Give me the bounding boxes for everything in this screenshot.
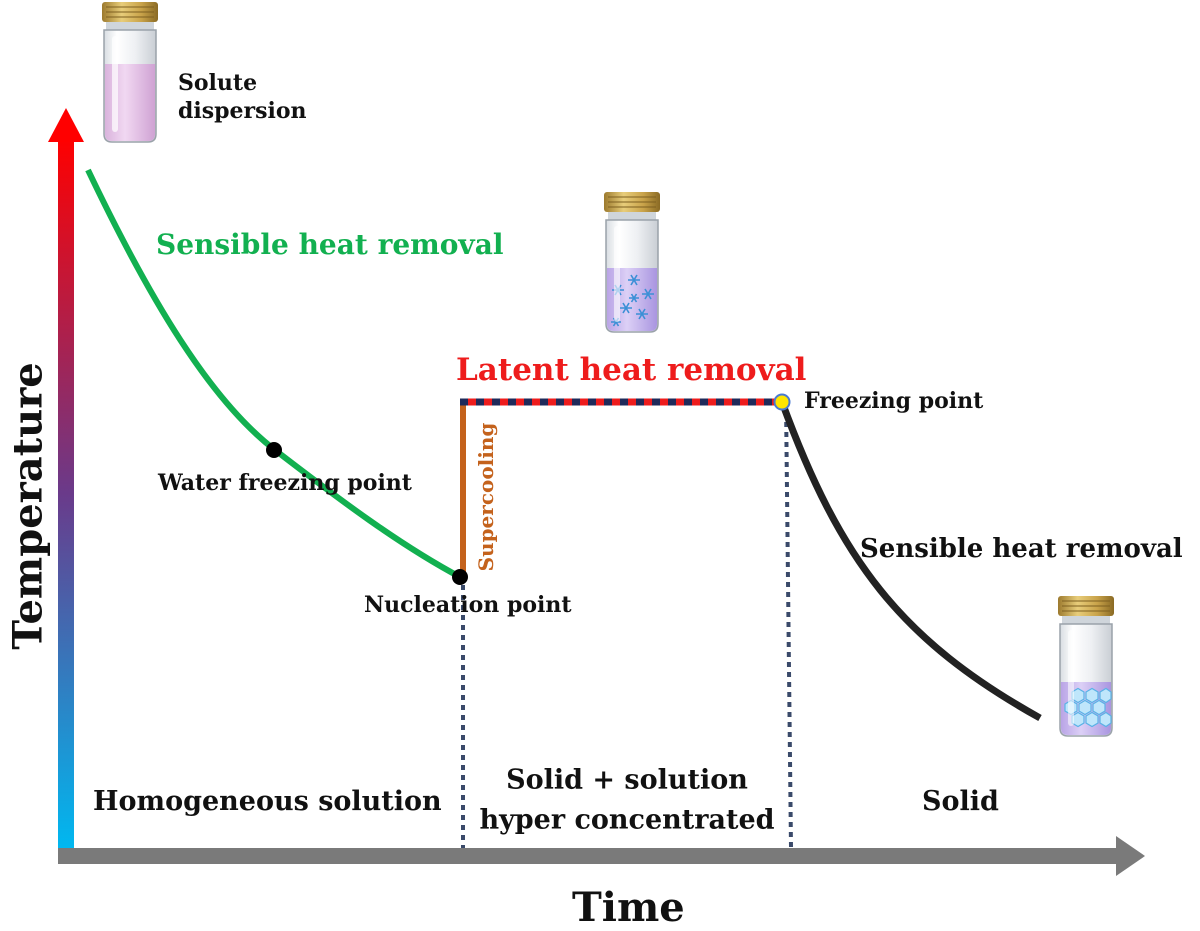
vial-hexagon-icon bbox=[1057, 595, 1115, 737]
region-mixed-label-line2: hyper concentrated bbox=[479, 804, 775, 836]
x-axis-label: Time bbox=[572, 884, 685, 931]
temperature-axis-bar bbox=[58, 138, 74, 848]
sensible-heat-curve-solid bbox=[778, 400, 1042, 722]
sensible-heat-label-left: Sensible heat removal bbox=[156, 228, 504, 261]
nucleation-point-label: Nucleation point bbox=[364, 592, 572, 618]
freezing-point-label: Freezing point bbox=[804, 388, 984, 414]
divider-right bbox=[784, 401, 793, 849]
nucleation-point-marker bbox=[452, 569, 468, 585]
freezing-point-marker bbox=[773, 393, 791, 411]
water-freezing-point-label: Water freezing point bbox=[158, 470, 412, 496]
temperature-axis-arrowhead bbox=[48, 108, 84, 142]
sensible-heat-label-right: Sensible heat removal bbox=[860, 534, 1183, 564]
vial-liquid-icon bbox=[101, 1, 159, 143]
solute-dispersion-label-line2: dispersion bbox=[178, 98, 307, 124]
supercooling-label: Supercooling bbox=[474, 422, 498, 572]
region-homogeneous-label: Homogeneous solution bbox=[93, 786, 442, 817]
vial-snowflake-icon bbox=[603, 191, 661, 333]
time-axis-arrowhead bbox=[1116, 836, 1145, 876]
latent-heat-label: Latent heat removal bbox=[456, 352, 807, 388]
region-mixed-label-line1: Solid + solution bbox=[506, 764, 748, 796]
region-solid-label: Solid bbox=[922, 786, 999, 817]
water-freezing-point-marker bbox=[266, 442, 282, 458]
time-axis-bar bbox=[58, 848, 1122, 864]
y-axis-label: Temperature bbox=[4, 362, 52, 650]
solute-dispersion-label-line1: Solute bbox=[178, 70, 258, 96]
